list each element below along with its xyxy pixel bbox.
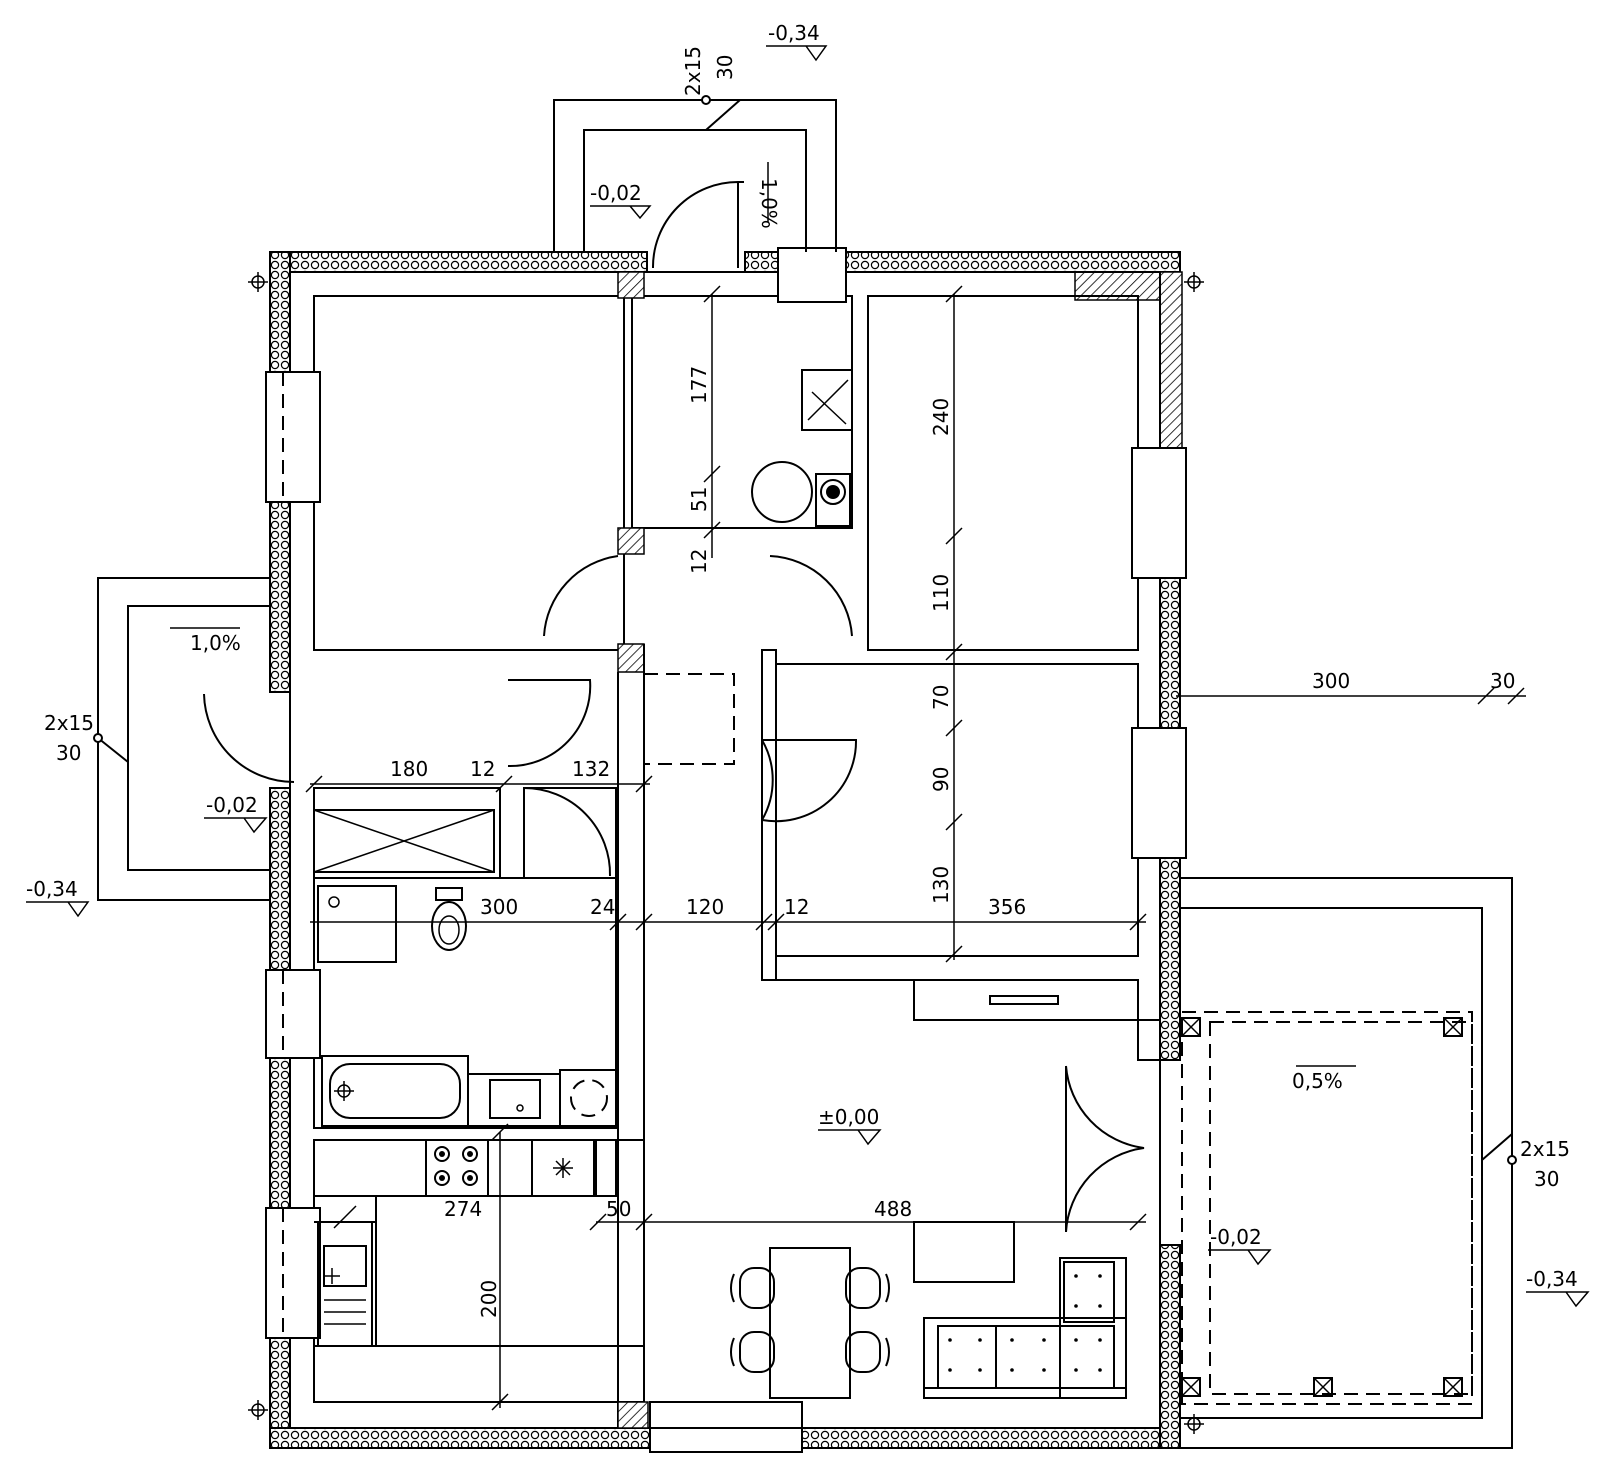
washer-icon — [815, 473, 851, 527]
dim-200: 200 — [477, 1280, 501, 1318]
windows — [265, 247, 1187, 1453]
entrance-stoop — [553, 95, 837, 252]
stair-left-steps: 2x15 — [44, 711, 94, 735]
wardrobe — [913, 979, 1139, 1021]
door-entry — [651, 180, 739, 269]
level-right-terrace-ground: -0,34 — [1526, 1267, 1578, 1291]
bedroom-top-left — [313, 295, 625, 651]
dim-12-entry: 12 — [687, 549, 711, 574]
toilet-icon — [431, 901, 467, 951]
sink-bath-icon — [489, 1079, 541, 1119]
dim-90: 90 — [929, 767, 953, 792]
window-left-bedroom — [265, 371, 321, 503]
dim-180: 180 — [390, 757, 428, 781]
level-entry-floor: -0,02 — [590, 181, 642, 205]
dim-50: 50 — [606, 1197, 631, 1221]
dining-chairs — [730, 1267, 890, 1373]
level-left-terrace-floor: -0,02 — [206, 793, 258, 817]
wall-right-hatched — [1159, 271, 1183, 453]
utility-room — [631, 295, 853, 529]
door-terrace-right — [1065, 1065, 1145, 1233]
grid-markers — [248, 272, 1204, 1434]
dim-12-bath: 12 — [470, 757, 495, 781]
slope-labels: 1,0% 1,0% 0,5% — [190, 178, 1343, 1093]
interior-outline — [289, 271, 1161, 1429]
sofa-icon — [923, 1257, 1127, 1399]
stair-left-depth: 30 — [56, 741, 81, 765]
dim-300-bath: 300 — [480, 895, 518, 919]
kitchen-sink-icon — [317, 1221, 373, 1347]
stair-right-steps: 2x15 — [1520, 1137, 1570, 1161]
dim-120: 120 — [686, 895, 724, 919]
door-bedroom-right — [761, 739, 774, 821]
washing-machine-icon — [559, 1069, 619, 1127]
stair-top-steps: 2x15 — [681, 46, 705, 96]
dim-30-right: 30 — [1490, 669, 1515, 693]
level-main-floor: ±0,00 — [818, 1105, 879, 1129]
exterior-walls — [269, 251, 1183, 1449]
hall-overhead — [643, 673, 735, 765]
boiler-icon — [801, 369, 853, 431]
wall-bottom-left — [269, 1427, 651, 1449]
dim-130: 130 — [929, 866, 953, 904]
water-heater-icon — [751, 461, 813, 523]
dim-51: 51 — [687, 487, 711, 512]
level-symbols — [26, 45, 1590, 1308]
slope-entry: 1,0% — [757, 178, 781, 229]
washbasin-icon — [317, 885, 397, 963]
stair-right-depth: 30 — [1534, 1167, 1559, 1191]
door-wc — [523, 787, 612, 877]
bedroom-mid-right — [775, 663, 1139, 957]
dim-356: 356 — [988, 895, 1026, 919]
slope-left-terrace: 1,0% — [190, 631, 241, 655]
level-labels: -0,34 -0,02 -0,34 -0,02 ±0,00 -0,02 -0,3… — [26, 21, 1578, 1291]
dim-488: 488 — [874, 1197, 912, 1221]
dimension-labels: 177 51 12 240 110 70 90 130 300 30 180 1… — [390, 366, 1515, 1318]
stove-icon — [425, 1139, 489, 1197]
fixtures — [313, 369, 1127, 1399]
level-left-terrace-ground: -0,34 — [26, 877, 78, 901]
window-top — [777, 247, 847, 303]
window-left-bath — [265, 969, 321, 1059]
window-left-kitchen — [265, 1207, 321, 1339]
level-top-entrance: -0,34 — [768, 21, 820, 45]
fridge-icon — [531, 1139, 595, 1197]
wall-right-lower — [1159, 1244, 1181, 1449]
dining-table — [769, 1247, 851, 1399]
dimension-lines — [305, 285, 1526, 1411]
window-right-bedroom — [1131, 447, 1187, 579]
door-bedroom-left — [543, 555, 619, 637]
dim-274: 274 — [444, 1197, 482, 1221]
doors — [203, 180, 1145, 1233]
dim-12-hall: 12 — [784, 895, 809, 919]
terrace-right — [1180, 877, 1517, 1449]
dim-300-right: 300 — [1312, 669, 1350, 693]
terrace-left — [93, 577, 270, 901]
door-utility — [769, 555, 853, 637]
wall-bottom-right — [801, 1427, 1181, 1449]
bedroom-top-right — [867, 295, 1139, 651]
door-terrace-left — [203, 693, 295, 783]
dim-110: 110 — [929, 574, 953, 612]
dim-177: 177 — [687, 366, 711, 404]
stair-top-depth: 30 — [713, 55, 737, 80]
tv-unit — [913, 1221, 1015, 1283]
dim-70: 70 — [929, 685, 953, 710]
level-right-terrace-floor: -0,02 — [1210, 1225, 1262, 1249]
shower-tray-icon — [313, 809, 495, 873]
dim-24: 24 — [590, 895, 615, 919]
wall-top-left — [269, 251, 648, 273]
wall-left-lower — [269, 787, 291, 1449]
dim-240: 240 — [929, 398, 953, 436]
slope-right-terrace: 0,5% — [1292, 1069, 1343, 1093]
window-right-bedroom-2 — [1131, 727, 1187, 859]
pergola-posts — [1181, 1017, 1463, 1397]
dim-132: 132 — [572, 757, 610, 781]
stair-labels: 2x15 30 2x15 30 2x15 30 — [44, 46, 1570, 1191]
